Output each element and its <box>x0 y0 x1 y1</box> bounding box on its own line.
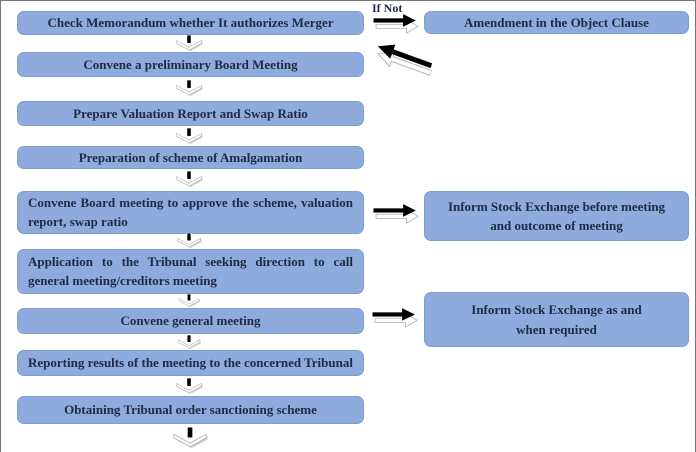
down-arrow-icon <box>167 294 211 307</box>
right-arrow-icon <box>369 12 422 34</box>
side-box-inform-stock-exchange-required: Inform Stock Exchange as and when requir… <box>424 292 689 347</box>
step-board-meeting-approve: Convene Board meeting to approve the sch… <box>17 191 364 234</box>
step-label: Reporting results of the meeting to the … <box>28 355 353 371</box>
side-box-label: Inform Stock Exchange before meeting and… <box>447 198 666 234</box>
down-arrow-icon <box>167 171 211 187</box>
step-label: Preparation of scheme of Amalgamation <box>78 149 303 165</box>
right-arrow-icon <box>369 202 422 224</box>
step-check-memorandum: Check Memorandum whether It authorizes M… <box>17 11 364 35</box>
step-tribunal-application: Application to the Tribunal seeking dire… <box>17 249 364 294</box>
step-reporting-results: Reporting results of the meeting to the … <box>17 350 364 376</box>
step-label: Obtaining Tribunal order sanctioning sch… <box>64 402 317 418</box>
step-preliminary-board-meeting: Convene a preliminary Board Meeting <box>17 52 364 77</box>
down-arrow-icon <box>166 427 214 448</box>
step-label: Application to the Tribunal seeking dire… <box>28 253 353 288</box>
step-scheme-preparation: Preparation of scheme of Amalgamation <box>17 146 364 169</box>
side-box-amendment-object-clause: Amendment in the Object Clause <box>424 11 689 34</box>
if-not-label: If Not <box>372 1 403 15</box>
side-box-inform-stock-exchange-meeting: Inform Stock Exchange before meeting and… <box>424 191 689 241</box>
step-general-meeting: Convene general meeting <box>17 308 364 334</box>
step-valuation-report: Prepare Valuation Report and Swap Ratio <box>17 101 364 126</box>
step-label: Check Memorandum whether It authorizes M… <box>47 15 334 31</box>
down-arrow-icon <box>167 128 211 144</box>
down-arrow-icon <box>167 233 211 248</box>
step-label: Convene general meeting <box>120 313 261 329</box>
side-box-label: Inform Stock Exchange as and when requir… <box>471 302 642 337</box>
side-box-label: Amendment in the Object Clause <box>464 14 649 30</box>
step-label: Convene Board meeting to approve the sch… <box>28 194 353 229</box>
down-arrow-icon <box>167 35 211 51</box>
right-arrow-icon <box>367 306 422 328</box>
step-tribunal-order: Obtaining Tribunal order sanctioning sch… <box>17 396 364 424</box>
down-arrow-icon <box>167 335 211 349</box>
down-arrow-icon <box>167 378 211 394</box>
step-label: Convene a preliminary Board Meeting <box>83 56 298 72</box>
step-label: Prepare Valuation Report and Swap Ratio <box>73 105 308 121</box>
down-arrow-icon <box>167 80 211 96</box>
